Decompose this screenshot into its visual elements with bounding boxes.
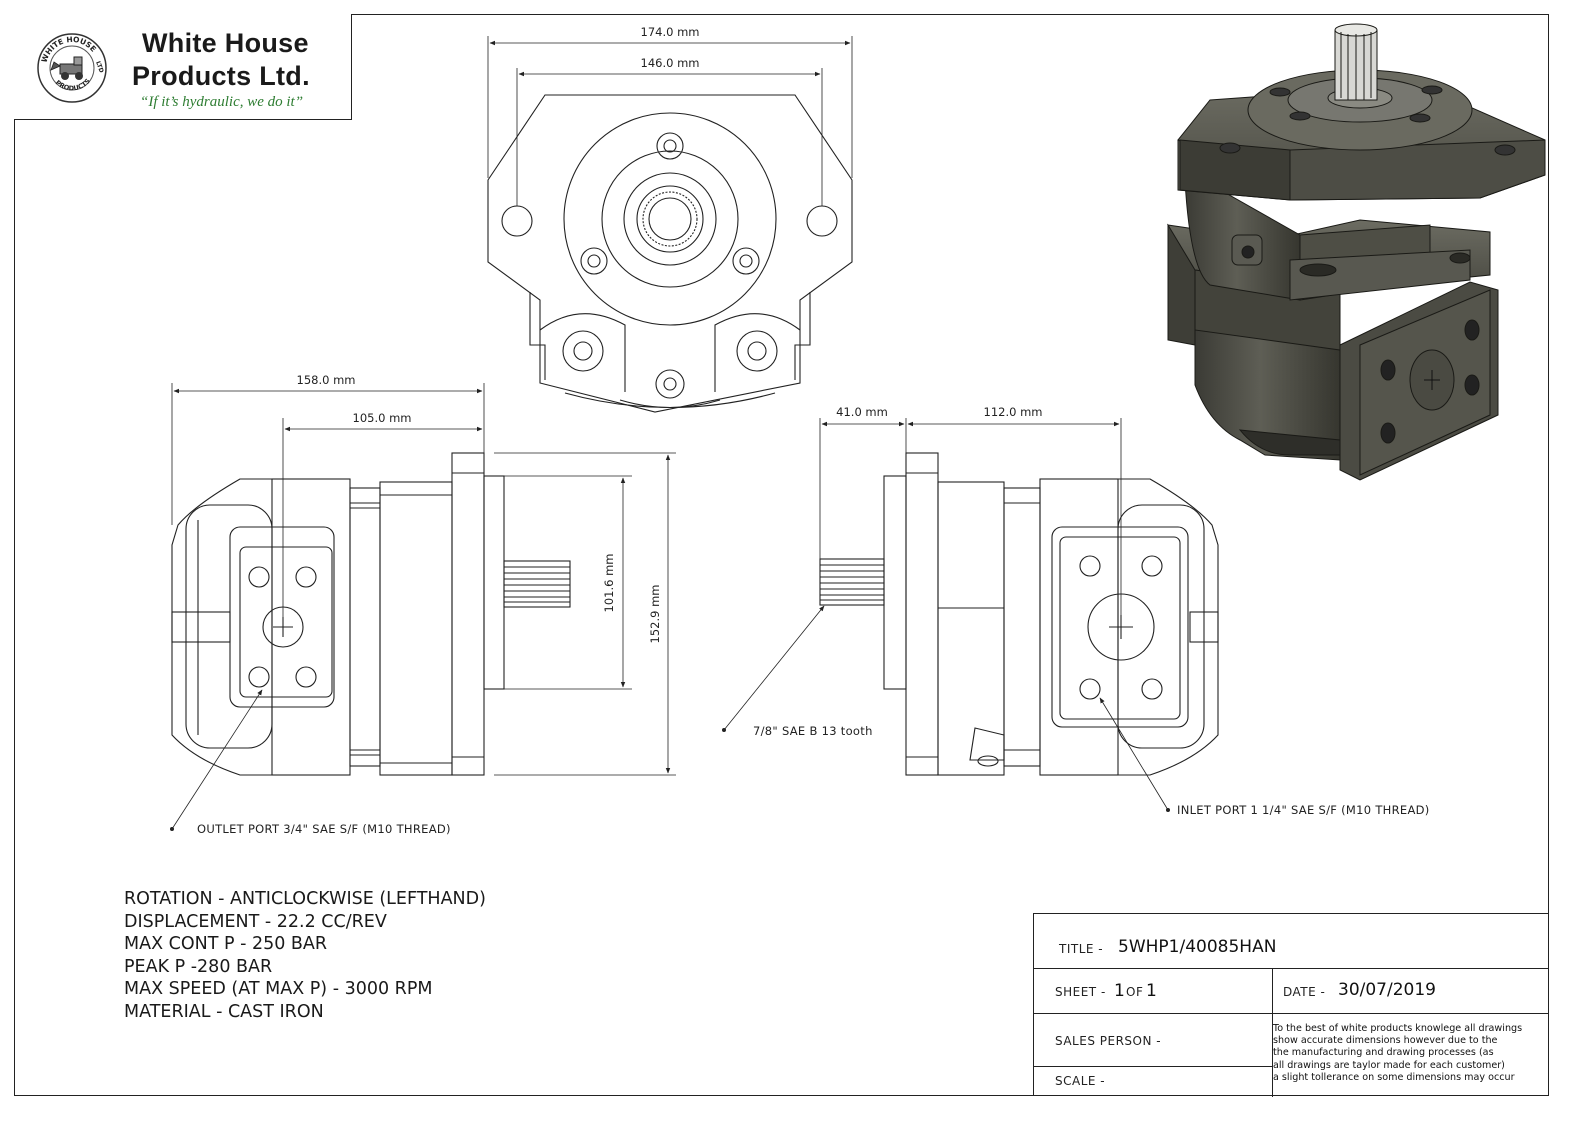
- title-label: TITLE -: [1059, 942, 1104, 956]
- sales-scale-area: SALES PERSON - SCALE - To the best of wh…: [1034, 1014, 1549, 1097]
- disclaimer-line-1: To the best of white products knowlege a…: [1273, 1023, 1523, 1034]
- disclaimer-line-5: a slight tollerance on some dimensions m…: [1273, 1071, 1515, 1083]
- spec-max-speed: MAX SPEED (AT MAX P) - 3000 RPM: [124, 979, 433, 1000]
- title-value: 5WHP1/40085HAN: [1118, 937, 1277, 957]
- callout-outlet-port: OUTLET PORT 3/4" SAE S/F (M10 THREAD): [197, 822, 451, 836]
- dim-body-length: 112.0 mm: [984, 405, 1043, 419]
- sales-person-label: SALES PERSON -: [1055, 1034, 1162, 1048]
- dim-pilot-diameter: 101.6 mm: [602, 554, 616, 613]
- title-block: TITLE - 5WHP1/40085HAN SHEET - 1 OF 1 DA…: [1033, 913, 1549, 1097]
- spec-max-cont-pressure: MAX CONT P - 250 BAR: [124, 934, 328, 955]
- disclaimer-line-3: the manufacturing and drawing processes …: [1273, 1047, 1494, 1059]
- dim-side-overall-length: 158.0 mm: [297, 373, 356, 387]
- loader-vehicle-icon: [50, 56, 83, 80]
- spec-rotation: ROTATION - ANTICLOCKWISE (LEFTHAND): [124, 889, 486, 909]
- dim-side-port-offset: 105.0 mm: [353, 411, 412, 425]
- sheet-total: 1: [1146, 981, 1157, 1001]
- dim-front-bolt-spacing: 146.0 mm: [641, 56, 700, 70]
- front-view: [487, 94, 853, 413]
- dim-front-overall-width: 174.0 mm: [641, 25, 700, 39]
- dim-shaft-length: 41.0 mm: [836, 405, 888, 419]
- pump-3d-render: [1167, 23, 1546, 481]
- date-value: 30/07/2019: [1338, 980, 1436, 1000]
- sheet-border: [14, 14, 1549, 1096]
- company-tagline: “If it’s hydraulic, we do it”: [140, 94, 304, 110]
- company-seal-icon: WHITE HOUSE LTD PRODUCTS: [37, 33, 107, 103]
- logo-box: WHITE HOUSE LTD PRODUCTS White House Pro…: [14, 14, 352, 120]
- left-side-view: [171, 418, 571, 776]
- company-name-line1: White House: [142, 28, 309, 58]
- sales-row: SALES PERSON -: [1034, 1014, 1272, 1067]
- sheet-date-divider: [1272, 969, 1273, 1013]
- disclaimer-note: To the best of white products knowlege a…: [1272, 1014, 1550, 1097]
- sheet-label: SHEET -: [1055, 985, 1106, 999]
- sheet-number: 1: [1114, 981, 1125, 1001]
- scale-label: SCALE -: [1055, 1074, 1106, 1088]
- sheet-of-label: OF: [1126, 985, 1144, 999]
- spec-displacement: DISPLACEMENT - 22.2 CC/REV: [124, 911, 387, 932]
- seal-text-right: LTD: [94, 60, 105, 74]
- pump-specifications: ROTATION - ANTICLOCKWISE (LEFTHAND) DISP…: [124, 888, 486, 1024]
- company-name-line2: Products Ltd.: [132, 61, 310, 91]
- callout-inlet-port: INLET PORT 1 1/4" SAE S/F (M10 THREAD): [1177, 803, 1430, 817]
- date-label: DATE -: [1283, 985, 1326, 999]
- dim-flange-height: 152.9 mm: [648, 585, 662, 644]
- callout-shaft: 7/8" SAE B 13 tooth: [753, 724, 873, 738]
- disclaimer-line-4: all drawings are taylor made for each cu…: [1273, 1059, 1505, 1071]
- sheet-date-row: SHEET - 1 OF 1 DATE - 30/07/2019: [1034, 969, 1549, 1014]
- title-row: TITLE - 5WHP1/40085HAN: [1034, 914, 1549, 969]
- spec-peak-pressure: PEAK P -280 BAR: [124, 956, 273, 977]
- right-side-view: [819, 418, 1219, 776]
- disclaimer-line-2: show accurate dimensions however due to …: [1273, 1035, 1498, 1047]
- spec-material: MATERIAL - CAST IRON: [124, 1001, 324, 1022]
